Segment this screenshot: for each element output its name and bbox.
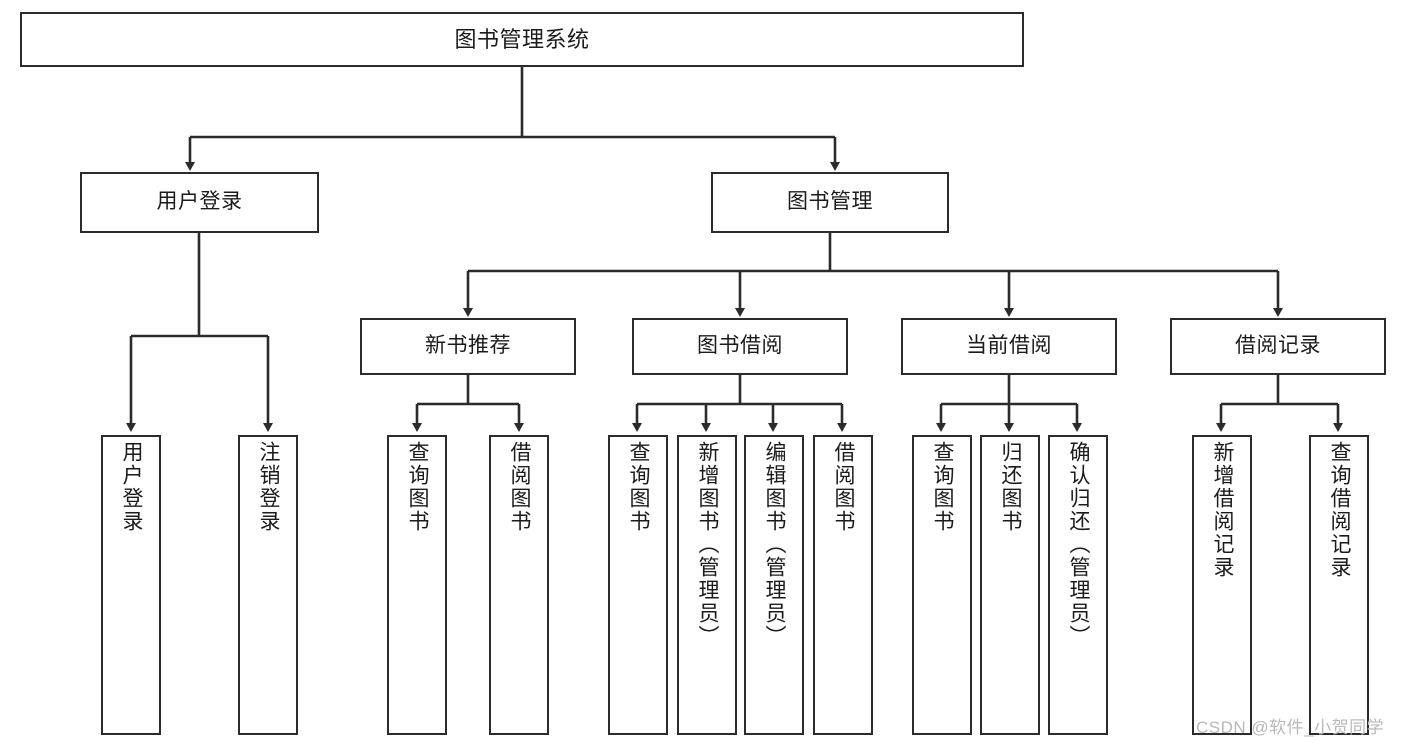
node-borrow-record[interactable]: 借阅记录 — [1170, 318, 1386, 375]
node-label: 注销登录 — [257, 441, 281, 533]
node-label: 查询图书 — [931, 441, 955, 533]
node-label: 查询借阅记录 — [1328, 441, 1352, 579]
node-leaf-query-book-current[interactable]: 查询图书 — [912, 435, 972, 735]
csdn-watermark: CSDN @软件_小贺同学 — [1196, 718, 1385, 737]
node-label: 借阅图书 — [508, 441, 532, 533]
node-label: 借阅记录 — [1235, 334, 1321, 358]
node-label: 用户登录 — [156, 190, 243, 214]
node-label: 确认归还（管理员） — [1067, 441, 1091, 648]
node-root-system[interactable]: 图书管理系统 — [20, 12, 1024, 67]
node-label: 当前借阅 — [966, 334, 1052, 358]
node-current-borrow[interactable]: 当前借阅 — [901, 318, 1117, 375]
node-label: 编辑图书（管理员） — [763, 441, 787, 648]
node-label: 新增图书（管理员） — [696, 441, 720, 648]
node-leaf-edit-book[interactable]: 编辑图书（管理员） — [744, 435, 804, 735]
node-label: 图书借阅 — [697, 334, 783, 358]
node-user-login[interactable]: 用户登录 — [80, 172, 319, 233]
node-label: 新书推荐 — [425, 334, 511, 358]
node-leaf-user-logout[interactable]: 注销登录 — [238, 435, 298, 735]
node-new-book-recommend[interactable]: 新书推荐 — [360, 318, 576, 375]
node-label: 用户登录 — [120, 441, 144, 533]
node-label: 图书管理系统 — [454, 26, 590, 52]
node-label: 借阅图书 — [832, 441, 856, 533]
node-leaf-borrow-book[interactable]: 借阅图书 — [813, 435, 873, 735]
node-label: 新增借阅记录 — [1211, 441, 1235, 579]
node-leaf-borrow-book-recommend[interactable]: 借阅图书 — [489, 435, 549, 735]
node-leaf-query-book-borrow[interactable]: 查询图书 — [608, 435, 668, 735]
node-leaf-user-login[interactable]: 用户登录 — [101, 435, 161, 735]
node-leaf-confirm-return[interactable]: 确认归还（管理员） — [1048, 435, 1108, 735]
node-label: 图书管理 — [787, 190, 873, 214]
node-leaf-add-book[interactable]: 新增图书（管理员） — [677, 435, 737, 735]
node-leaf-query-borrow-record[interactable]: 查询借阅记录 — [1309, 435, 1369, 735]
node-leaf-return-book[interactable]: 归还图书 — [980, 435, 1040, 735]
node-leaf-add-borrow-record[interactable]: 新增借阅记录 — [1192, 435, 1252, 735]
node-leaf-query-book-recommend[interactable]: 查询图书 — [387, 435, 447, 735]
node-label: 归还图书 — [999, 441, 1023, 533]
node-label: 查询图书 — [627, 441, 651, 533]
node-label: 查询图书 — [406, 441, 430, 533]
node-book-manage[interactable]: 图书管理 — [711, 172, 949, 233]
node-book-borrow[interactable]: 图书借阅 — [632, 318, 848, 375]
